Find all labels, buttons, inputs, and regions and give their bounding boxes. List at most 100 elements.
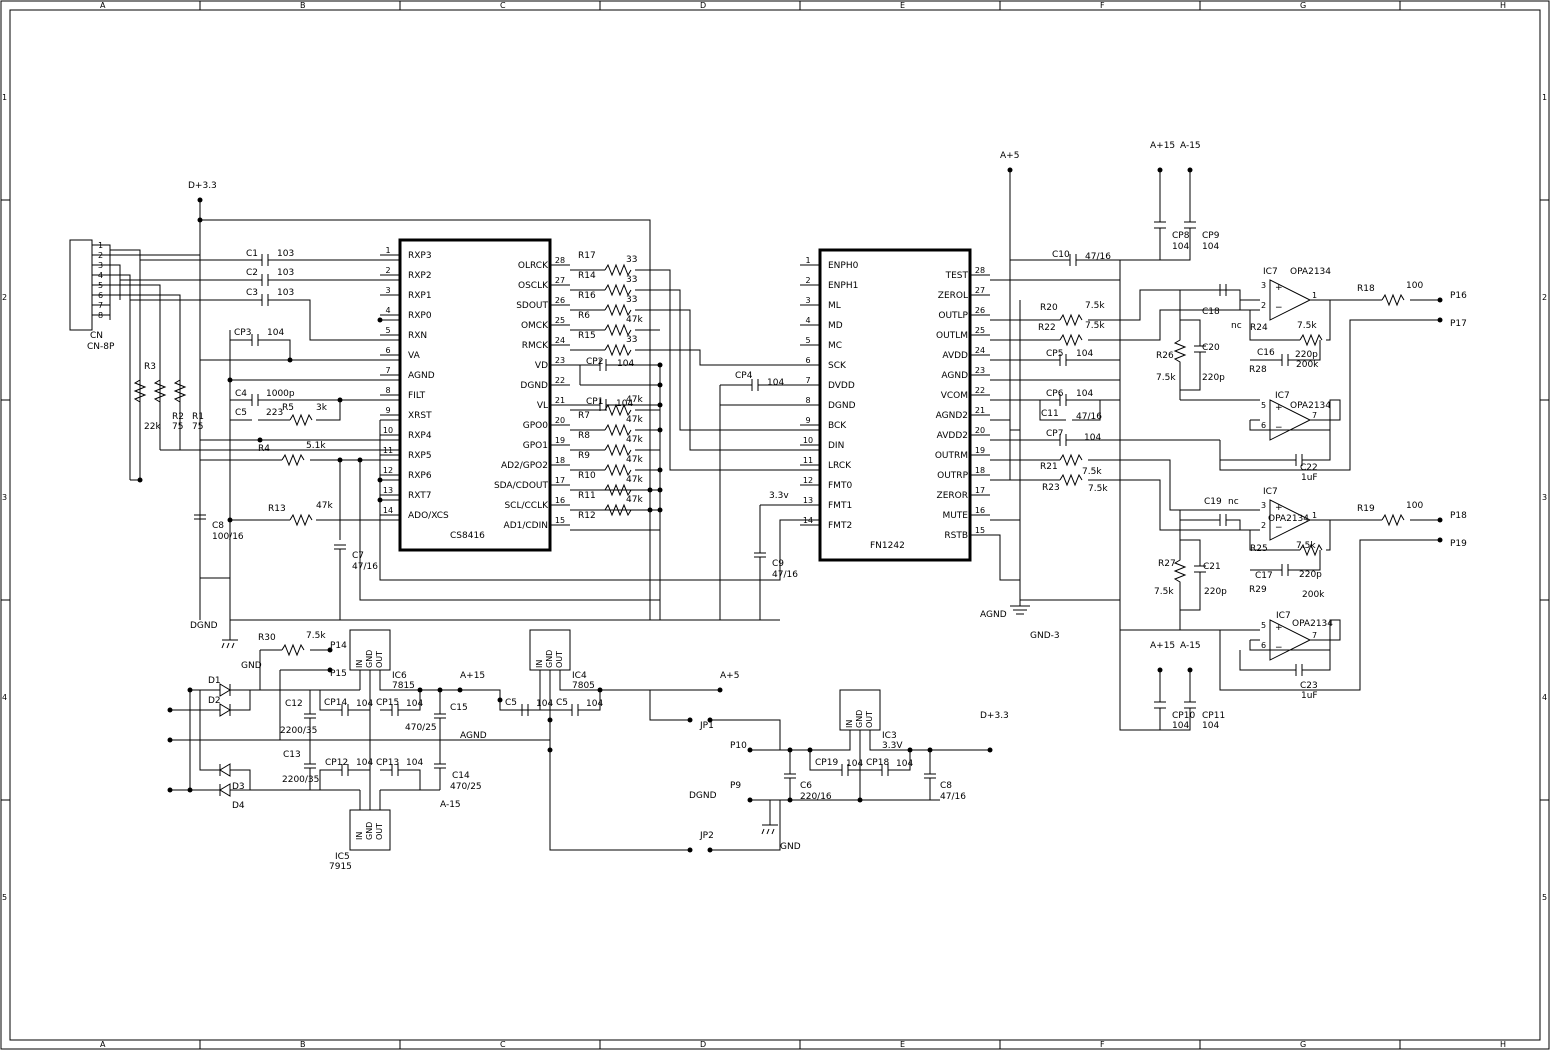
r22-ref: R22 (1038, 323, 1056, 333)
r22-val: 7.5k (1085, 321, 1105, 331)
r1-ref: R1 (192, 412, 204, 422)
cp13-val: 104 (406, 758, 423, 768)
cp3-ref: CP3 (234, 328, 251, 338)
resistor-val: 47k (626, 415, 643, 425)
r24-ref: R24 (1250, 323, 1268, 333)
c8-ref: C8 (212, 521, 224, 531)
c7-val: 47/16 (352, 562, 378, 572)
c17-val: 220p (1299, 570, 1322, 580)
resistor-val: 33 (626, 335, 637, 345)
fn1242-pin-label: MC (828, 341, 842, 351)
v33-label: 3.3v (769, 491, 789, 501)
fn1242-pin-label: OUTLP (938, 311, 968, 321)
r5-ref: R5 (282, 403, 294, 413)
resistor-val: 47k (626, 495, 643, 505)
zone-col-top: A (100, 1, 106, 10)
zone-col-top: H (1500, 1, 1506, 10)
fn1242-pin-label: DIN (828, 441, 844, 451)
ic7a-ref: IC7 (1263, 267, 1278, 277)
cp2-ref: CP2 (586, 357, 603, 367)
r20-ref: R20 (1040, 303, 1058, 313)
fn1242-pin-num: 27 (975, 286, 985, 295)
r29-val: 200k (1302, 590, 1325, 600)
ic5-val: 7915 (329, 862, 352, 872)
resistor-ref: R15 (578, 331, 596, 341)
d33-psu-label: D+3.3 (980, 711, 1009, 721)
zone-col-bottom: B (300, 1040, 306, 1049)
cs8416-label: CS8416 (450, 531, 485, 541)
cs8416-pin-label: DGND (520, 381, 548, 391)
opamp-stage-bottom: +− 321 IC7 OPA2134 C19 nc R27 7.5k C21 2… (1120, 487, 1467, 731)
fn1242-pin-num: 15 (975, 526, 985, 535)
fn1242-pin-label: OUTRM (935, 451, 968, 461)
agnd-psu-label: AGND (460, 731, 487, 741)
fn1242-pin-num: 23 (975, 366, 985, 375)
zone-row-right: 5 (1542, 893, 1547, 902)
r25-ref: R25 (1250, 544, 1268, 554)
svg-text:+: + (1275, 403, 1283, 413)
d3-ref: D3 (232, 782, 245, 792)
cs8416-pin-num: 28 (555, 256, 565, 265)
fn1242-pin-label: ZEROL (938, 291, 968, 301)
ic7d-ref: IC7 (1276, 611, 1291, 621)
cs8416-pin-num: 2 (385, 266, 390, 275)
cs8416-pin-label: RXT7 (408, 491, 431, 501)
resistor-val: 47k (626, 315, 643, 325)
c5b-val: 104 (586, 699, 603, 709)
svg-text:3: 3 (1261, 281, 1266, 290)
gnd3-label: GND-3 (1030, 631, 1060, 641)
cp19-val: 104 (846, 759, 863, 769)
c22-val: 1uF (1301, 473, 1318, 483)
r28-ref: R28 (1249, 365, 1267, 375)
ic6-regulator (349, 629, 391, 671)
c16-ref: C16 (1257, 348, 1275, 358)
zone-col-bottom: G (1300, 1040, 1306, 1049)
c1-val: 103 (277, 249, 294, 259)
ic5-out: OUT (375, 823, 384, 840)
cp14-val: 104 (356, 699, 373, 709)
r19-val: 100 (1406, 501, 1423, 511)
fn1242-pin-label: VCOM (941, 391, 968, 401)
c20-ref: C20 (1202, 343, 1220, 353)
resistor-ref: R17 (578, 251, 596, 261)
r21-ref: R21 (1040, 462, 1058, 472)
ic4-in: IN (535, 660, 544, 668)
zone-col-top: F (1100, 1, 1105, 10)
dac-output-network: A+5 A+15 A-15 CP8 104 CP9 104 C10 47/16 … (980, 141, 1260, 731)
cs8416-pin-label: OLRCK (518, 261, 549, 271)
c2-val: 103 (277, 268, 294, 278)
zone-col-top: G (1300, 1, 1306, 10)
svg-text:+: + (1275, 623, 1283, 633)
fn1242-pin-label: DVDD (828, 381, 855, 391)
cs8416-pin-num: 19 (555, 436, 565, 445)
cs8416-pin-label: VL (537, 401, 548, 411)
zone-row-right: 4 (1542, 693, 1547, 702)
fn1242-pin-num: 13 (803, 496, 813, 505)
cp10-ref: CP10 (1172, 711, 1195, 721)
cs8416-pin-num: 3 (385, 286, 390, 295)
am15-psu-label: A-15 (440, 800, 461, 810)
cs8416-pin-label: XRST (408, 411, 432, 421)
fn1242-pin-num: 26 (975, 306, 985, 315)
ic7b-type: OPA2134 (1290, 401, 1331, 411)
ic6-val: 7815 (392, 681, 415, 691)
fn1242-pin-num: 11 (803, 456, 813, 465)
resistor-val: 47k (626, 455, 643, 465)
fn1242-pin-num: 20 (975, 426, 985, 435)
cp2-val: 104 (617, 359, 634, 369)
c4-ref: C4 (235, 389, 247, 399)
fn1242-pin-num: 8 (805, 396, 810, 405)
c5a-val: 104 (536, 699, 553, 709)
c15-val: 470/25 (405, 723, 437, 733)
r20-val: 7.5k (1085, 301, 1105, 311)
r13-val: 47k (316, 501, 333, 511)
ic4-gnd: GND (545, 650, 554, 668)
cs8416-pin-num: 5 (385, 326, 390, 335)
ic6-out: OUT (375, 651, 384, 668)
zone-col-bottom: E (900, 1040, 905, 1049)
input-network: D+3.3 C1 103 C2 103 C3 103 CP3 104 C4 10… (92, 181, 820, 649)
cs8416-pin-label: GPO0 (523, 421, 548, 431)
ic5-in: IN (355, 832, 364, 840)
